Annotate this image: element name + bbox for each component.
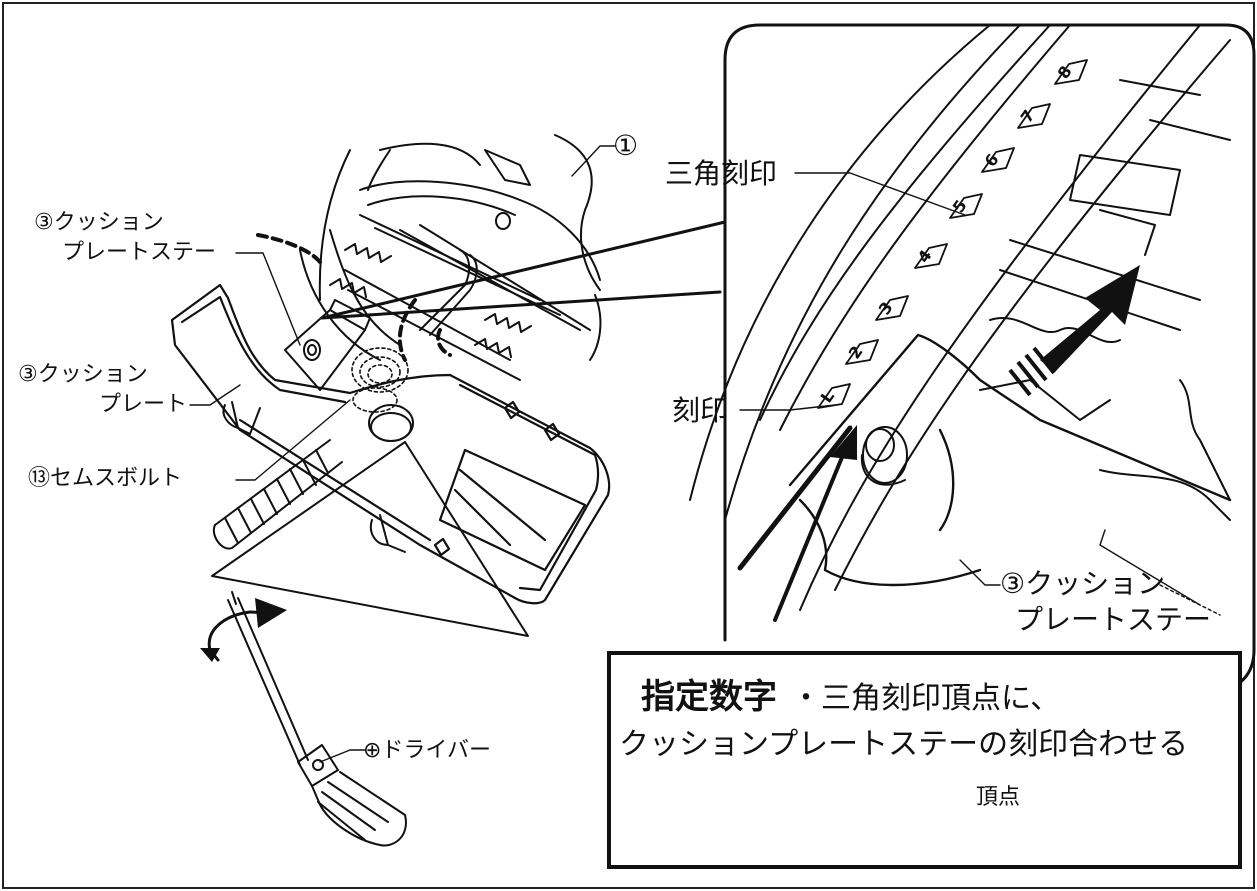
label-cushion-stay-right-1: ③クッション <box>1000 567 1166 600</box>
scale-band <box>689 24 1231 611</box>
scale-number: 7 <box>1017 106 1039 126</box>
bolt-hole <box>368 404 414 442</box>
note-title: 指定数字 <box>641 677 777 717</box>
zoom-lower-tick <box>1099 529 1106 546</box>
note-vertex-label: 頂点 <box>976 785 1021 810</box>
note-line-1: 指定数字・三角刻印頂点に、 <box>641 669 1060 718</box>
pointer-arrow-shaft <box>773 448 847 622</box>
label-cushion-stay-left-1: ③クッション <box>34 210 164 235</box>
label-sems-bolt: ⑬セムスボルト <box>28 466 183 491</box>
label-driver: ⊕ドライバー <box>363 738 491 763</box>
scale-number: 4 <box>914 246 936 266</box>
label-mark: 刻印 <box>672 394 729 427</box>
zoom-leader-triangle <box>794 172 966 216</box>
scale-number: 8 <box>1054 62 1076 82</box>
zoom-dashed-leader <box>1159 584 1221 616</box>
scale-tags <box>817 59 1088 409</box>
rail-teeth <box>329 243 532 358</box>
pointer-arrowhead <box>830 425 857 460</box>
label-triangle-mark: 三角刻印 <box>665 157 778 190</box>
rotation-tail-head <box>200 648 220 662</box>
label-cushion-plate-1: ③クッション <box>18 362 148 387</box>
scale-number: 2 <box>845 342 867 362</box>
mounting-feet <box>222 401 406 553</box>
zoom-rail-details <box>979 79 1231 521</box>
frame-body-outline <box>318 134 602 361</box>
zoom-lower-line <box>1099 544 1201 606</box>
scale-number: 5 <box>949 196 971 216</box>
zoom-panel-border <box>723 23 1256 692</box>
label-part-1: ① <box>613 129 639 162</box>
instruction-note: 指定数字・三角刻印頂点に、 クッションプレートステーの刻印合わせる 頂点 <box>607 651 1242 869</box>
seat-track-rails <box>299 214 591 381</box>
screwdriver-illustration <box>227 591 407 847</box>
sems-bolt <box>212 439 343 550</box>
direction-arrow <box>1008 265 1140 397</box>
rotation-arrowhead <box>255 598 287 628</box>
cushion-plate <box>170 283 611 605</box>
scale-number: L <box>817 387 838 406</box>
cushion-plate-stay <box>284 299 371 391</box>
scale-number: 3 <box>875 298 897 318</box>
label-cushion-plate-2: プレート <box>99 392 188 417</box>
label-cushion-stay-left-2: プレートステー <box>62 240 217 265</box>
note-text-1: ・三角刻印頂点に、 <box>791 681 1061 716</box>
zoom-bolt-head <box>860 426 908 486</box>
hidden-area-dots <box>351 347 409 413</box>
zoom-stay-edge-dark <box>737 425 853 571</box>
scale-number: 6 <box>981 150 1003 170</box>
zoom-stay-plate <box>788 333 1232 587</box>
leader-lines <box>189 145 616 763</box>
magnify-callout-lines <box>320 220 727 320</box>
label-cushion-stay-right-2: プレートステー <box>1015 603 1212 636</box>
zoom-leader-stay <box>959 559 1001 586</box>
dashed-guides <box>256 233 452 362</box>
view-triangle <box>211 441 529 637</box>
note-text-2: クッションプレートステーの刻印合わせる <box>619 727 1189 762</box>
zoom-leader-mark <box>739 404 836 411</box>
